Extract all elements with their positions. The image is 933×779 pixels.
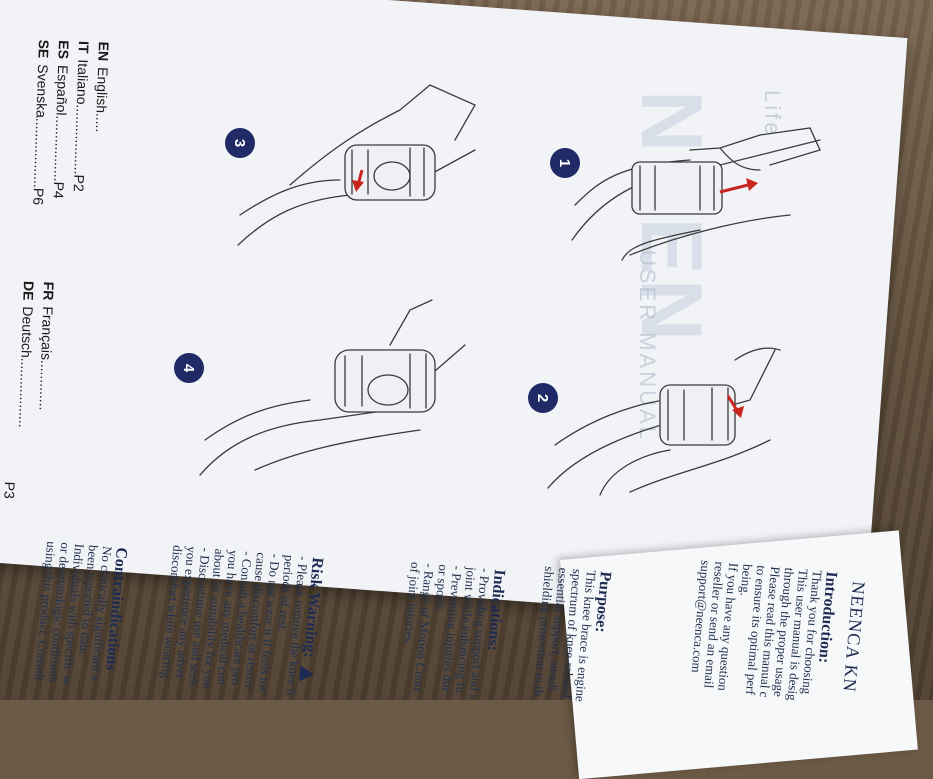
step-3-badge (225, 128, 255, 158)
step-1-illustration (571, 127, 821, 261)
warning-triangle-icon (298, 664, 315, 683)
step-badges: 1 2 3 4 (174, 128, 580, 413)
arrow-step-1 (719, 182, 753, 194)
introduction-section: Introduction: Thank you for choosing Thi… (687, 560, 840, 704)
purpose-section: Purpose: This knee brace is engine spect… (531, 566, 614, 704)
risk-warning-section: Risk Warning: - Please remove the knee b… (158, 545, 326, 699)
step-4-number: 4 (180, 364, 197, 373)
step-2-badge (528, 383, 558, 413)
step-3-illustration (237, 84, 476, 246)
step-3-number: 3 (231, 139, 248, 147)
step-4-badge (174, 353, 204, 383)
contraindications-section: Contraindications No clinically signific… (32, 541, 130, 689)
step-4-illustration (199, 299, 466, 476)
indications-section: Indications: - Providing support and s j… (397, 561, 508, 700)
step-1-badge (550, 148, 580, 178)
step-2-number: 2 (534, 394, 551, 402)
knee-brace-illustrations: 1 2 3 4 (174, 84, 821, 496)
step-1-number: 1 (556, 159, 573, 167)
step-2-illustration (547, 347, 781, 496)
